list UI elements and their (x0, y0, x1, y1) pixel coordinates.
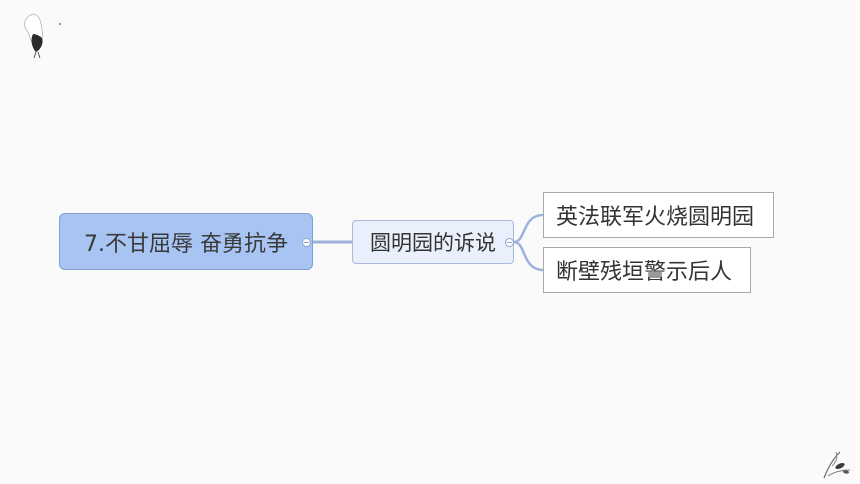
connector-topic-to-sub-1 (513, 213, 544, 244)
root-node-label: 7.不甘屈辱 奋勇抗争 (84, 231, 288, 257)
mindmap-root-node[interactable]: 7.不甘屈辱 奋勇抗争 (59, 213, 313, 270)
subtopic-1-label: 英法联军火烧圆明园 (556, 205, 755, 230)
collapse-root-icon[interactable] (302, 238, 311, 247)
ink-crane-icon (24, 13, 61, 59)
connector-topic-to-sub-2 (513, 240, 544, 272)
collapse-topic-icon[interactable] (505, 238, 514, 247)
main-topic-label: 圆明园的诉说 (370, 231, 496, 255)
mindmap-subtopic-1[interactable]: 英法联军火烧圆明园 (543, 192, 774, 238)
subtopic-2-label: 断壁残垣警示后人 (556, 260, 733, 285)
mindmap-main-topic[interactable]: 圆明园的诉说 (352, 220, 514, 264)
mindmap-subtopic-2[interactable]: 断壁残垣警示后人 (543, 247, 751, 293)
ink-orchid-icon (823, 451, 851, 479)
